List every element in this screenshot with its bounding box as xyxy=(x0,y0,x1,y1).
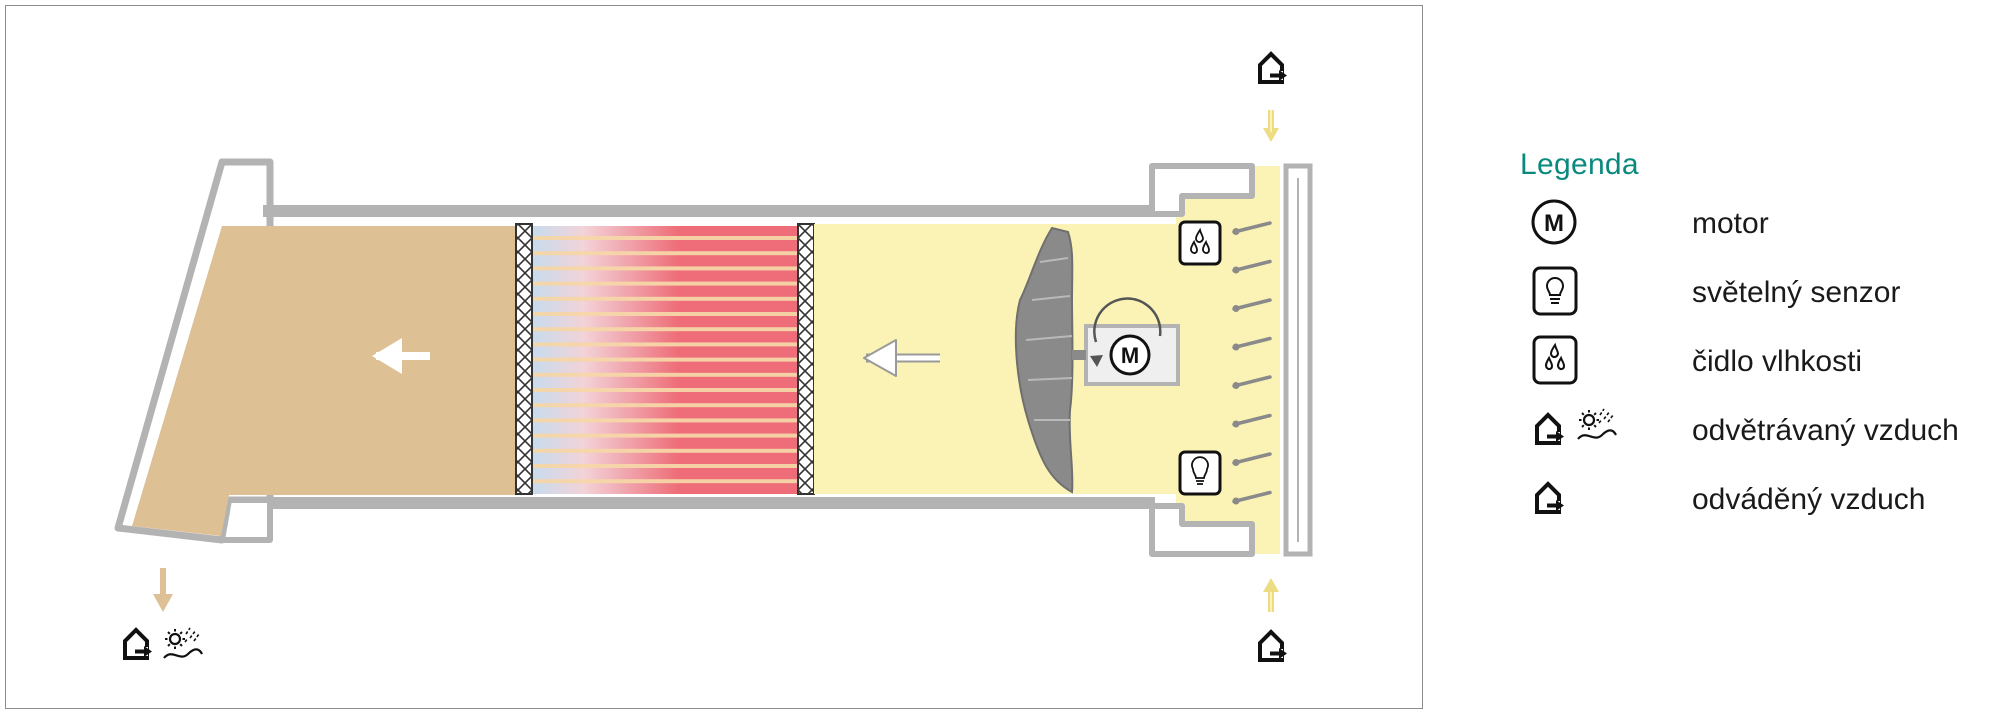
exhaust-air-icon-top xyxy=(1258,52,1289,84)
louvre-pivot xyxy=(1232,459,1240,466)
heat-exchanger-fin xyxy=(532,418,798,423)
louvre-pivot xyxy=(1232,382,1240,389)
heat-exchanger-fin xyxy=(532,479,798,484)
ventilation-unit-diagram: M xyxy=(114,52,1313,662)
heat-exchanger-fin xyxy=(532,327,798,332)
filter-left xyxy=(515,223,533,495)
louvre-blade xyxy=(1232,336,1272,350)
louvre-blade xyxy=(1232,298,1272,311)
legend-item-label: světelný senzor xyxy=(1692,276,1901,309)
legend-title: Legenda xyxy=(1520,148,1639,181)
legend: Legenda M motor světelný senzor čidlo vl… xyxy=(1520,148,1990,539)
exhaust-air-icon-bottom xyxy=(1258,630,1289,662)
legend-item-label: odvětrávaný vzduch xyxy=(1692,414,1959,447)
heat-exchanger-fin xyxy=(532,251,798,256)
heat-exchanger-fin xyxy=(532,266,798,271)
airflow-arrow-indoor-zone xyxy=(863,339,940,377)
ventilated-air-icon-outdoor xyxy=(123,626,204,660)
duct-top-wall xyxy=(263,205,1155,217)
light-sensor-icon xyxy=(1532,266,1578,316)
louvre-blade xyxy=(1232,413,1272,427)
heat-exchanger-fin xyxy=(532,433,798,438)
louvres xyxy=(1232,221,1272,505)
louvre-pivot xyxy=(1232,420,1240,428)
legend-item-exhaust-air: odváděný vzduch xyxy=(1520,470,1990,539)
casing-right-bottom-bracket xyxy=(1149,503,1255,557)
humidity-sensor-icon xyxy=(1532,335,1578,385)
legend-item-label: motor xyxy=(1692,207,1769,240)
heat-exchanger-fin xyxy=(532,236,798,240)
louvre-blade xyxy=(1232,452,1272,465)
heat-exchanger-fin xyxy=(532,464,798,468)
ventilated-air-icon xyxy=(1535,407,1618,445)
filter-right xyxy=(797,223,815,495)
legend-item-label: odváděný vzduch xyxy=(1692,483,1926,516)
heat-exchanger-fin xyxy=(532,388,798,392)
legend-item-motor: M motor xyxy=(1520,194,1990,263)
rotation-arrow-icon xyxy=(1093,297,1162,343)
louvre-pivot xyxy=(1232,228,1240,235)
heat-exchanger-fin xyxy=(532,372,798,377)
heat-exchanger-fin xyxy=(532,342,798,347)
louvre-blade xyxy=(1232,490,1272,504)
casing-left-bottom-lip xyxy=(219,497,273,543)
svg-text:M: M xyxy=(1121,343,1139,368)
heat-exchanger-fin xyxy=(532,357,798,362)
svg-text:M: M xyxy=(1544,210,1564,237)
motor-icon: M xyxy=(1109,334,1151,376)
light-sensor-icon xyxy=(1178,450,1222,496)
heat-exchanger-fin xyxy=(532,296,798,301)
heat-exchanger-fins xyxy=(532,236,798,484)
motor-icon: M xyxy=(1531,199,1577,245)
heat-exchanger-fin xyxy=(532,403,798,408)
humidity-sensor-icon xyxy=(1178,220,1222,266)
louvre-pivot xyxy=(1232,497,1240,505)
fan-impeller xyxy=(1014,226,1074,494)
heat-exchanger-fin xyxy=(532,312,798,316)
casing-right-top-bracket xyxy=(1149,163,1255,217)
louvre-blade xyxy=(1232,259,1272,273)
legend-item-humidity-sensor: čidlo vlhkosti xyxy=(1520,332,1990,401)
diagram-frame xyxy=(5,5,1423,709)
legend-item-light-sensor: světelný senzor xyxy=(1520,263,1990,332)
airflow-arrow-outdoor-exhaust xyxy=(153,568,173,612)
heat-exchanger-fin xyxy=(532,281,798,286)
legend-item-ventilated-air: odvětrávaný vzduch xyxy=(1520,401,1990,470)
legend-item-label: čidlo vlhkosti xyxy=(1692,345,1863,378)
heat-exchanger-fin xyxy=(532,448,798,453)
louvre-pivot xyxy=(1232,305,1240,312)
airflow-arrow-bottom-inlet xyxy=(1263,578,1279,612)
airflow-arrow-outdoor-zone xyxy=(372,338,430,374)
airflow-arrow-top-inlet xyxy=(1263,110,1279,142)
louvre-blade xyxy=(1232,221,1272,234)
duct-bottom-wall xyxy=(263,497,1155,509)
louvre-pivot xyxy=(1232,343,1240,351)
louvre-pivot xyxy=(1232,266,1240,274)
louvre-blade xyxy=(1232,375,1272,388)
exhaust-air-icon xyxy=(1535,482,1566,514)
outdoor-air-zone xyxy=(132,226,518,536)
